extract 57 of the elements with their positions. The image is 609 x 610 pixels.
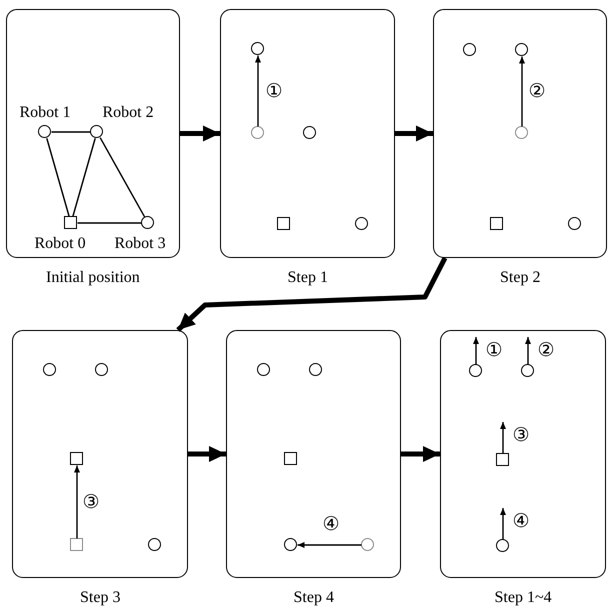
panel-caption: Step 1 [288,269,328,287]
robot-square [64,216,77,229]
step-arrow [188,446,226,462]
robot-square [496,452,509,466]
move-arrow [500,422,506,454]
robot-circle [568,216,581,230]
robot-square [490,216,503,230]
robot-circle [140,216,154,229]
move-arrow [298,542,362,548]
robot-circle [256,362,270,376]
panel-caption: Initial position [46,269,140,287]
robot-circle [250,42,264,55]
move-arrow [500,508,506,540]
robot-circle [520,364,534,377]
panel-caption: Step 1~4 [494,589,552,607]
robot-circle [462,42,476,56]
link-line [72,138,96,217]
move-arrow [519,56,525,126]
step-arrow [401,446,440,462]
robot-label: Robot 1 [20,104,71,122]
robot-label: Robot 0 [34,235,86,253]
robot-square [70,538,83,551]
robot-circle [308,362,322,376]
robot-label: Robot 3 [114,235,166,253]
robot-circle [38,124,51,138]
robot-square [276,216,290,230]
move-arrow [255,56,261,126]
move-arrow [525,337,531,364]
robot-circle [354,216,368,230]
robot-circle [514,126,528,139]
robot-circle [90,124,103,138]
link-line [52,131,90,133]
panel-caption: Step 3 [80,589,120,607]
link-line [100,137,146,218]
link-line [78,222,142,224]
step-arrow [180,126,220,142]
move-arrow [473,337,479,364]
panel-caption: Step 2 [500,269,540,287]
robot-square [70,452,83,465]
panel-caption: Step 4 [294,589,334,607]
robot-circle [148,538,161,551]
robot-circle [514,42,528,56]
move-arrow [74,466,80,538]
robot-circle [360,538,374,551]
robot-square [284,452,297,465]
robot-circle [496,538,509,552]
robot-label: Robot 2 [102,104,154,122]
robot-circle [94,362,108,376]
link-line [46,138,70,217]
step-arrow [395,126,433,142]
step-panel [6,9,180,258]
robot-circle [302,126,316,139]
robot-circle [468,364,482,377]
robot-circle [284,538,297,551]
robot-circle [42,362,56,376]
step-arrow [176,256,448,332]
robot-circle [250,126,264,139]
